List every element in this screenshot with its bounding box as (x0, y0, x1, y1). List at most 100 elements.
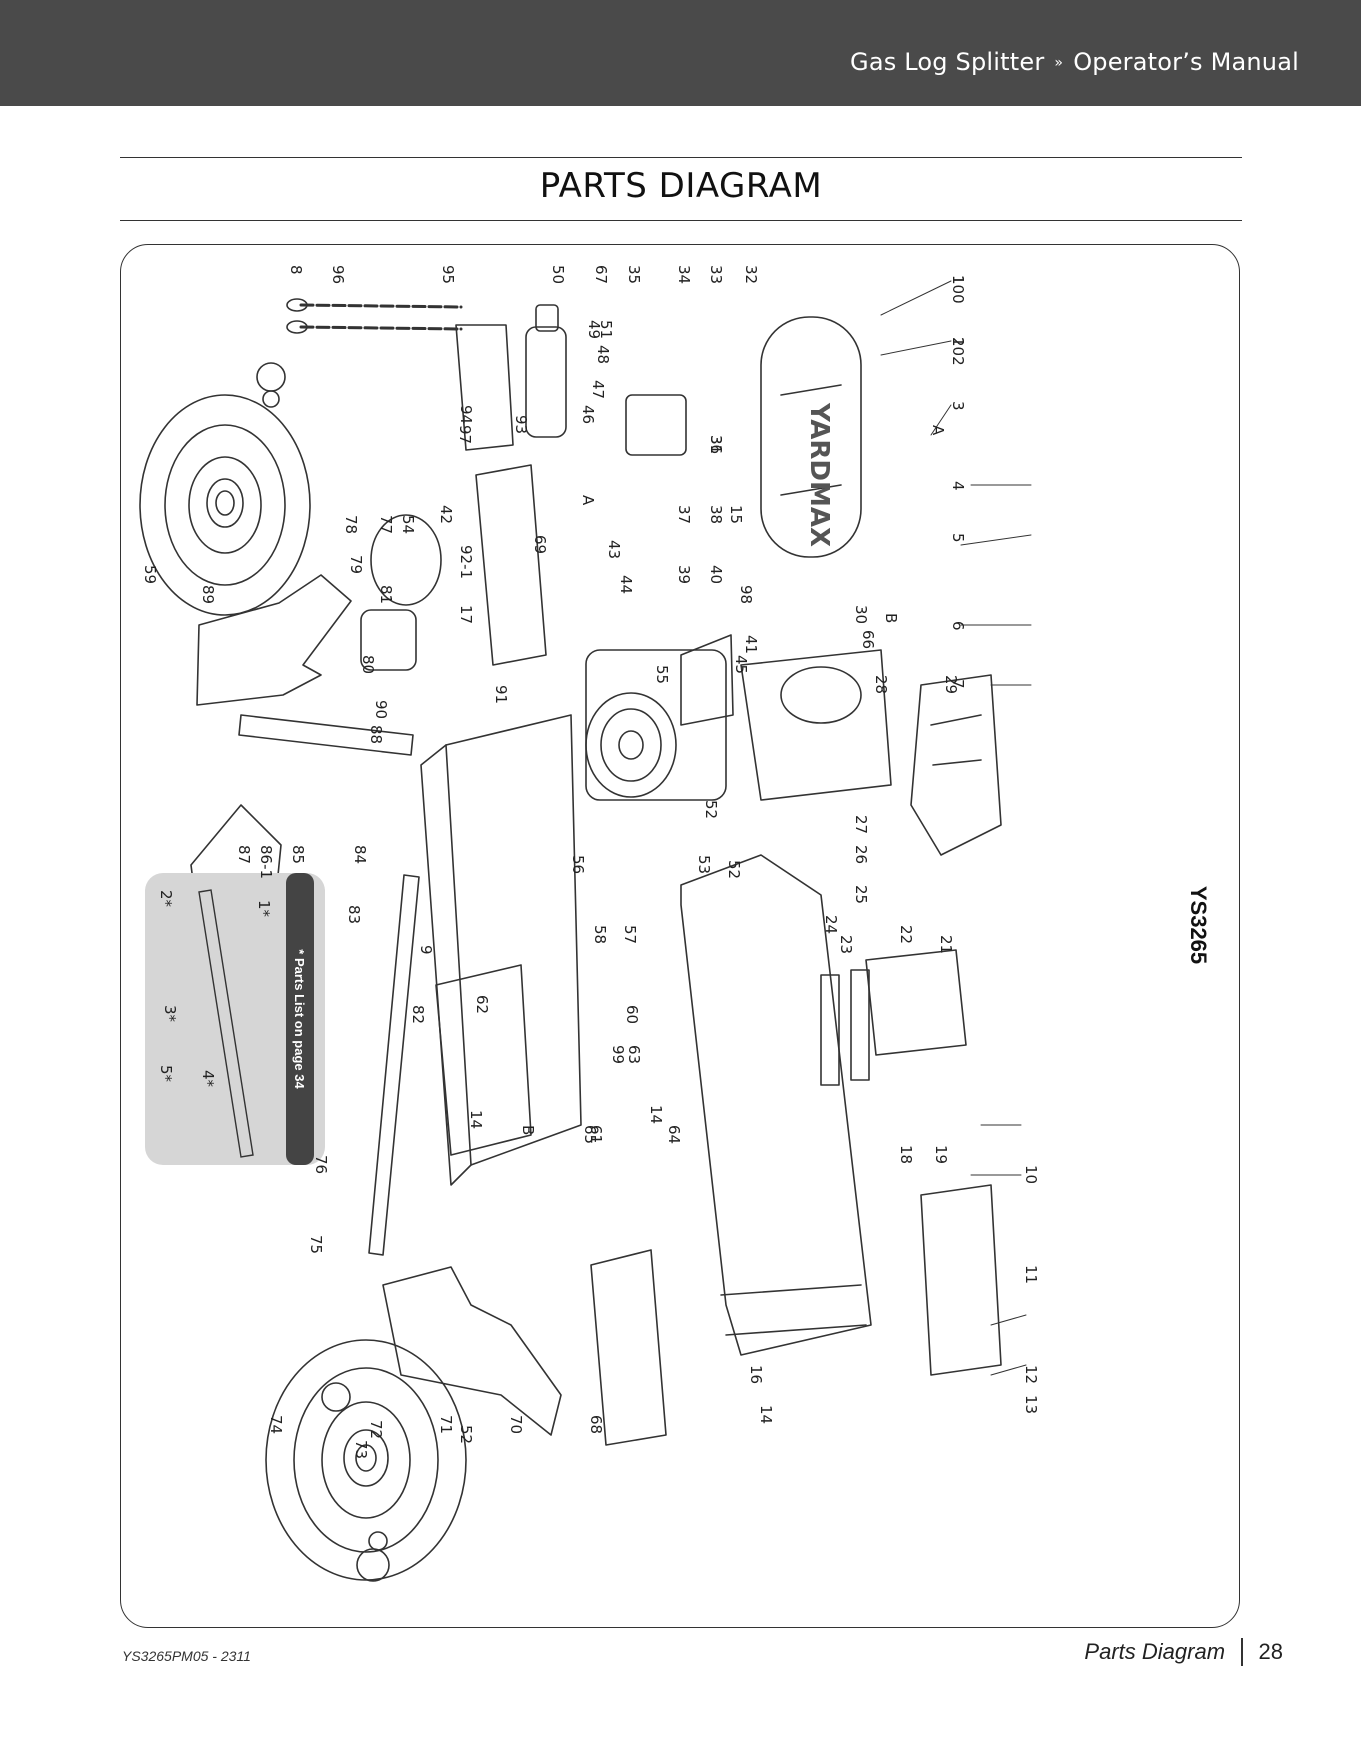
connection-marker: B (882, 613, 900, 623)
callout-label: 10 (1022, 1165, 1040, 1184)
callout-label: 13 (1022, 1395, 1040, 1414)
brand-decal: YARDMAX (804, 402, 834, 547)
callout-label: 33 (707, 265, 725, 284)
marker-layer: A A B B (519, 425, 947, 1135)
callout-label: 52 (702, 800, 720, 819)
callout-label: 30 (852, 605, 870, 624)
callout-label: 65 (581, 1125, 599, 1144)
callout-label: 60 (623, 1005, 641, 1024)
callout-label: 17 (457, 605, 475, 624)
callout-label: 102 (949, 337, 967, 366)
footer-divider (1241, 1638, 1243, 1666)
callout-label: 38 (707, 505, 725, 524)
callout-label: 18 (897, 1145, 915, 1164)
callout-label: 49 (585, 320, 603, 339)
callout-label: 53 (695, 855, 713, 874)
connection-marker: A (579, 495, 597, 506)
inset-callout-label: 4* (199, 1070, 217, 1088)
callout-label: 37 (675, 505, 693, 524)
callout-label: 34 (675, 265, 693, 284)
wheel-lower (265, 1339, 467, 1581)
connection-marker: B (519, 1125, 537, 1135)
callout-label: 58 (591, 925, 609, 944)
callout-label: 14 (467, 1110, 485, 1129)
callout-label: 47 (589, 380, 607, 399)
inset-callout-label: 2* (157, 890, 175, 908)
callout-label: 87 (235, 845, 253, 864)
title-rule-top (120, 157, 1242, 158)
callout-label: 45 (732, 655, 750, 674)
callout-label: 14 (647, 1105, 665, 1124)
callout-label: 77 (377, 515, 395, 534)
callout-label: 94 (457, 405, 475, 424)
callout-label: 96 (329, 265, 347, 284)
callout-label: 48 (594, 345, 612, 364)
callout-label: 74 (267, 1415, 285, 1434)
callout-label: 28 (872, 675, 890, 694)
callout-label: 88 (367, 725, 385, 744)
footer-section-name: Parts Diagram (1084, 1639, 1226, 1664)
engine (585, 634, 734, 801)
callout-label: 55 (653, 665, 671, 684)
callout-label: 43 (605, 540, 623, 559)
callout-label: 46 (579, 405, 597, 424)
callout-label: 90 (372, 700, 390, 719)
callout-label: 99 (609, 1045, 627, 1064)
callout-label: 1 (949, 275, 967, 285)
callout-label: 67 (592, 265, 610, 284)
inset-note: * Parts List on page 34 (292, 949, 307, 1089)
callout-label: 44 (617, 575, 635, 594)
callout-label: 27 (852, 815, 870, 834)
callout-label: 92-1 (457, 545, 475, 579)
callout-label: 7 (949, 679, 967, 689)
callout-label: 54 (399, 515, 417, 534)
callout-label: 35 (625, 265, 643, 284)
callout-label: 100 (949, 275, 967, 304)
callout-label: 69 (531, 535, 549, 554)
callout-label: 52 (457, 1425, 475, 1444)
model-number: YS3265 (1186, 886, 1211, 964)
page-number: 28 (1258, 1639, 1283, 1664)
callout-label: 11 (1022, 1265, 1040, 1284)
callout-label: 25 (852, 885, 870, 904)
callout-label: 8 (287, 265, 305, 275)
callout-label: 81 (377, 585, 395, 604)
callout-label: 73 (352, 1440, 370, 1459)
callout-label: 84 (351, 845, 369, 864)
callout-label: 76 (312, 1155, 330, 1174)
inset-callout-label: 5* (157, 1065, 175, 1083)
inset-callout-label: 3* (161, 1005, 179, 1023)
header-product: Gas Log Splitter (850, 48, 1045, 76)
callout-label: 85 (289, 845, 307, 864)
callout-label: 78 (342, 515, 360, 534)
callout-label: 6 (949, 621, 967, 631)
callout-label: 86-1 (257, 845, 275, 879)
footer-section: Parts Diagram 28 (1084, 1638, 1283, 1666)
callout-label: 68 (587, 1415, 605, 1434)
callout-label: 80 (359, 655, 377, 674)
callout-label: 50 (549, 265, 567, 284)
callout-label: 79 (347, 555, 365, 574)
callout-label: 66 (859, 630, 877, 649)
callout-label: 41 (742, 635, 760, 654)
inset-callout-label: 1* (255, 900, 273, 918)
callout-label: 29 (942, 675, 960, 694)
callout-label: 82 (409, 1005, 427, 1024)
callout-label: 83 (345, 905, 363, 924)
callout-label: 70 (507, 1415, 525, 1434)
parts-diagram: YARDMAX YS3265 * Parts List on page 34 1… (120, 244, 1240, 1628)
header-title: Gas Log Splitter»Operator’s Manual (850, 48, 1299, 76)
callout-label: 9 (417, 945, 435, 955)
connection-marker: A (929, 425, 947, 436)
callout-label: 23 (837, 935, 855, 954)
inset-callouts: 1* 2* 3* 4* 5* (157, 890, 273, 1088)
callout-label: 56 (569, 855, 587, 874)
callout-label: 91 (492, 685, 510, 704)
callout-label: 97 (456, 425, 474, 444)
parts-diagram-drawing: YARDMAX YS3265 * Parts List on page 34 1… (139, 265, 1211, 1582)
callout-label: 42 (437, 505, 455, 524)
callout-label: 59 (141, 565, 159, 584)
callout-label: 16 (747, 1365, 765, 1384)
callout-label: 22 (897, 925, 915, 944)
callout-label: 36 (707, 435, 725, 454)
